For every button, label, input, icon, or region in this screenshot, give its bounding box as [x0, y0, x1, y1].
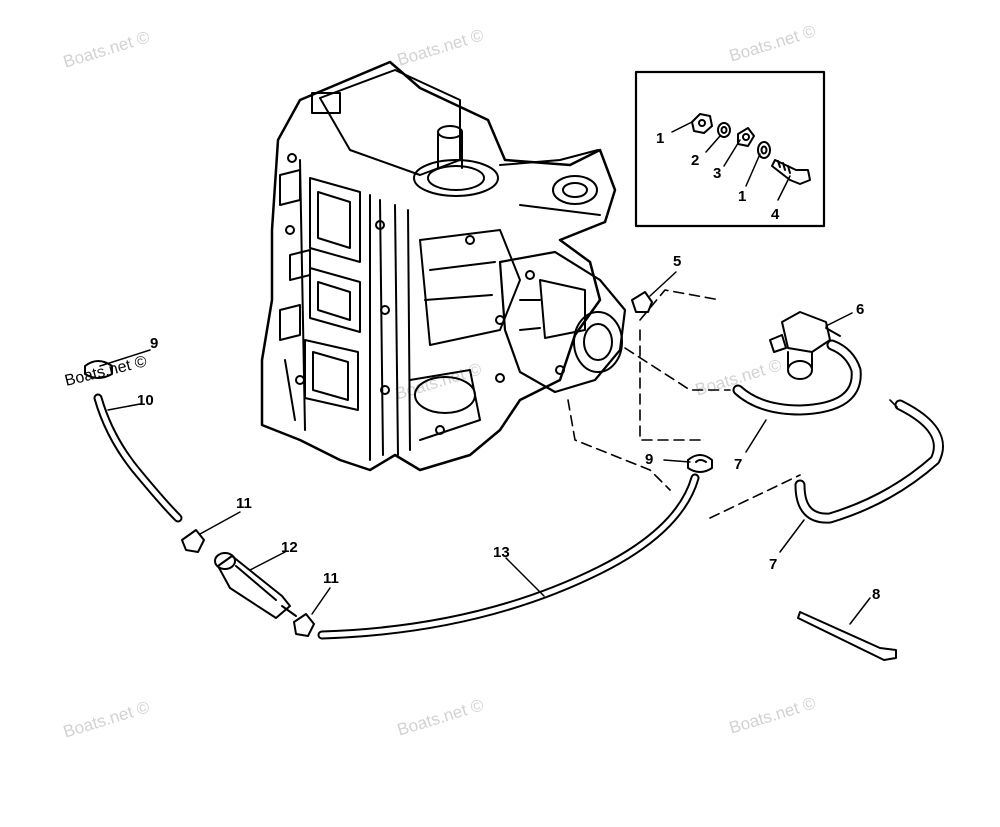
- leader-lines: [99, 121, 871, 625]
- callout-1a: 1: [656, 130, 665, 147]
- callout-5: 5: [673, 253, 682, 270]
- callout-11b: 11: [323, 570, 339, 587]
- inset-box: [634, 70, 826, 228]
- callout-12: 12: [281, 539, 298, 556]
- tie-strap-8: [797, 611, 897, 661]
- clamp-9a: [84, 360, 113, 379]
- callout-8: 8: [872, 586, 881, 603]
- callout-9a: 9: [150, 335, 159, 352]
- callout-9b: 9: [645, 451, 654, 468]
- clamp-9b: [687, 454, 713, 473]
- callout-11a: 11: [236, 495, 252, 512]
- callout-7a: 7: [734, 456, 743, 473]
- fitting-5: [631, 291, 653, 313]
- callout-10: 10: [137, 392, 154, 409]
- callout-2: 2: [691, 152, 700, 169]
- callout-7b: 7: [769, 556, 778, 573]
- callout-3: 3: [713, 165, 722, 182]
- engine-powerhead: [260, 60, 617, 472]
- callout-6: 6: [856, 301, 865, 318]
- callout-13: 13: [493, 544, 510, 561]
- carburetor-fuel-pump: [498, 250, 627, 394]
- callout-1b: 1: [738, 188, 747, 205]
- fuel-line-10: [93, 393, 183, 523]
- fuel-filter-12: [214, 552, 297, 619]
- clamp-11a: [181, 529, 205, 553]
- callout-4: 4: [771, 206, 780, 223]
- fuel-connector-6: [769, 311, 841, 380]
- routing-dashes: [567, 289, 901, 519]
- clamp-11b: [293, 613, 315, 637]
